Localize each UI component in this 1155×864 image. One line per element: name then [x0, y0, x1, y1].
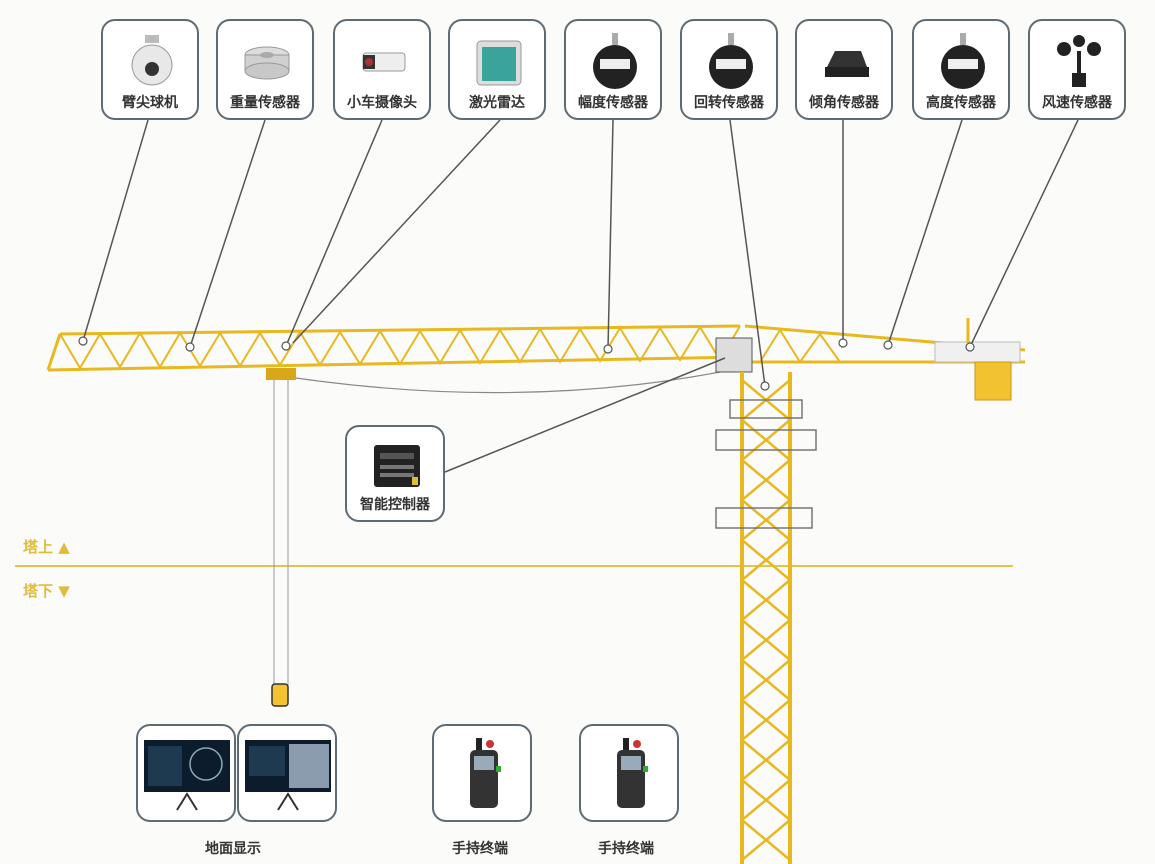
sensor-label: 幅度传感器 — [578, 95, 648, 111]
sensor-card-jib-dome-camera: 臂尖球机 — [101, 19, 199, 120]
tower-lower-label: 塔下 ▼ — [23, 582, 70, 600]
counterweight — [934, 341, 1021, 363]
ground-display-card-1 — [136, 724, 236, 822]
handheld-terminal-caption-2: 手持终端 — [598, 841, 654, 857]
sensor-card-height: 高度传感器 — [912, 19, 1010, 120]
load-cell-icon — [244, 46, 290, 80]
sensor-card-tilt: 倾角传感器 — [795, 19, 893, 120]
dome-camera-icon — [131, 35, 173, 86]
handheld-terminal-card-2 — [579, 724, 679, 822]
sensor-card-amplitude: 幅度传感器 — [564, 19, 662, 120]
sensor-label: 风速传感器 — [1042, 95, 1112, 111]
tilt-sensor-icon — [825, 51, 869, 77]
sensor-label: 重量传感器 — [230, 95, 300, 111]
sensor-card-trolley-camera: 小车摄像头 — [333, 19, 431, 120]
hook-block — [271, 683, 289, 707]
anemometer-icon — [1057, 35, 1101, 87]
encoder-icon — [941, 33, 985, 89]
lidar-icon — [476, 40, 522, 86]
sensor-label: 小车摄像头 — [347, 95, 417, 111]
handheld-terminal-icon — [470, 738, 501, 808]
ground-display-card-2 — [237, 724, 337, 822]
handheld-terminal-card-1 — [432, 724, 532, 822]
sensor-label: 臂尖球机 — [122, 95, 178, 111]
sensor-label: 倾角传感器 — [809, 95, 879, 111]
bullet-camera-icon — [362, 52, 406, 72]
encoder-icon — [709, 33, 753, 89]
sensor-label: 回转传感器 — [694, 95, 764, 111]
tower-mast — [740, 372, 792, 864]
monitor-icon — [245, 740, 331, 811]
tower-upper-label: 塔上 ▲ — [23, 538, 70, 556]
sensor-card-slewing: 回转传感器 — [680, 19, 778, 120]
sensor-card-lidar: 激光雷达 — [448, 19, 546, 120]
crane-jib — [46, 324, 746, 372]
controller-box-icon — [374, 445, 420, 487]
sensor-label: 高度传感器 — [926, 95, 996, 111]
sensor-card-weight: 重量传感器 — [216, 19, 314, 120]
monitor-icon — [144, 740, 230, 811]
ground-display-caption: 地面显示 — [205, 841, 261, 857]
sensor-card-wind-speed: 风速传感器 — [1028, 19, 1126, 120]
smart-controller-card: 智能控制器 — [345, 425, 445, 522]
operator-cab — [715, 337, 753, 373]
sensor-label: 激光雷达 — [469, 95, 525, 111]
leader-lines — [82, 119, 1079, 473]
handheld-terminal-icon — [617, 738, 648, 808]
trolley — [266, 368, 296, 380]
controller-label: 智能控制器 — [360, 497, 430, 513]
handheld-terminal-caption-1: 手持终端 — [452, 841, 508, 857]
encoder-icon — [593, 33, 637, 89]
